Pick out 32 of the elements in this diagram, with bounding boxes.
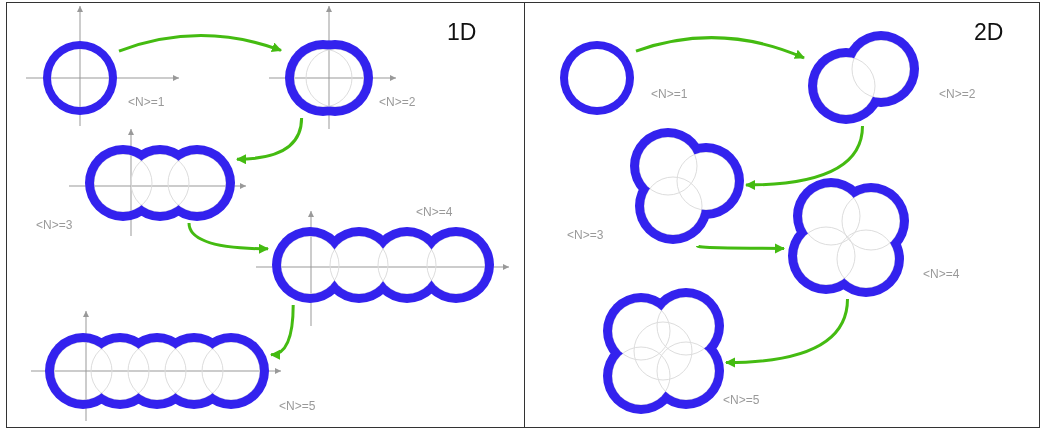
panel-title: 2D xyxy=(974,19,1004,46)
count-label: <N>=5 xyxy=(723,393,760,407)
count-label: <N>=3 xyxy=(36,218,73,232)
merged-circles-drawing xyxy=(285,40,373,116)
merged-circles-drawing xyxy=(85,145,235,221)
panel-title: 1D xyxy=(447,19,477,46)
count-label: <N>=3 xyxy=(567,228,604,242)
curved-arrow xyxy=(697,243,785,254)
panel xyxy=(524,2,1040,428)
curved-arrow xyxy=(270,304,295,359)
curved-arrow xyxy=(635,36,805,60)
curved-arrow xyxy=(187,222,269,254)
count-label: <N>=1 xyxy=(651,87,688,101)
curved-arrow xyxy=(745,125,864,190)
merged-circles-drawing xyxy=(43,41,117,115)
merged-circles-drawing xyxy=(272,227,494,303)
count-label: <N>=2 xyxy=(379,95,416,109)
count-label: <N>=5 xyxy=(279,399,316,413)
count-label: <N>=4 xyxy=(923,267,960,281)
curved-arrow xyxy=(725,298,849,368)
merged-circles-drawing xyxy=(560,41,634,115)
count-label: <N>=4 xyxy=(416,205,453,219)
curved-arrow xyxy=(118,34,282,53)
merged-circles-drawing xyxy=(630,128,744,244)
count-label: <N>=2 xyxy=(939,87,976,101)
curved-arrow xyxy=(236,117,304,164)
count-label: <N>=1 xyxy=(128,95,165,109)
merged-circles-drawing xyxy=(603,288,724,414)
merged-circles-drawing xyxy=(788,178,909,297)
panel xyxy=(6,2,525,428)
merged-circles-drawing xyxy=(808,31,919,124)
merged-circles-drawing xyxy=(45,333,269,409)
